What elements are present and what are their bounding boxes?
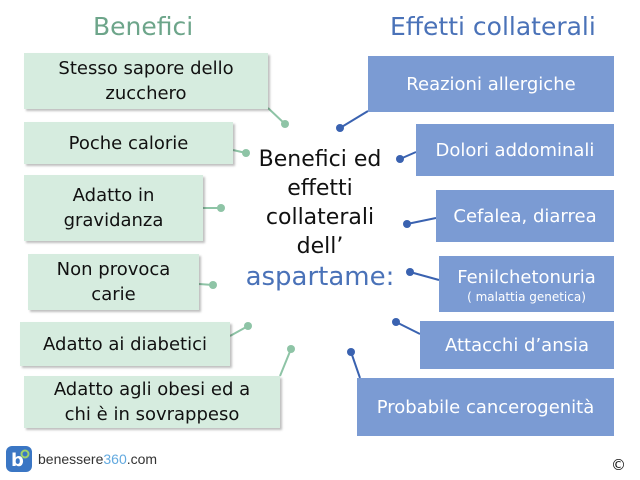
benefit-box-1: Poche calorie [24,122,233,164]
center-title-line-1: Benefici ed [258,147,382,172]
effect-label-0: Reazioni allergiche [406,73,576,95]
site-name-suffix: .com [126,451,158,467]
effect-box-2: Cefalea, diarrea [436,190,614,242]
link-effect-0 [339,110,369,129]
benessere-logo-icon: b [6,446,32,472]
benefit-box-5: Adatto agli obesi ed a chi è in sovrappe… [24,376,280,428]
link-benefit-0-dot [281,120,289,128]
heading-benefici: Benefici [93,12,194,41]
benefit-box-2: Adatto in gravidanza [24,175,203,241]
benefit-label-2: Adatto in gravidanza [63,185,164,231]
benefit-label-0: Stesso sapore dello zucchero [58,58,234,104]
effect-box-1: Dolori addominali [416,124,614,176]
effect-box-0: Reazioni allergiche [368,56,614,112]
benefit-label-5: Adatto agli obesi ed a chi è in sovrappe… [53,379,251,425]
center-title: Benefici ed effetti collaterali dell’ as… [240,145,400,293]
link-benefit-1-dot [242,149,250,157]
link-effect-5 [350,351,361,379]
link-effect-5-dot [347,348,355,356]
benefit-label-4: Adatto ai diabetici [43,333,207,355]
link-effect-3-dot [406,268,414,276]
effect-label-1: Dolori addominali [435,139,595,161]
effect-label-2: Cefalea, diarrea [453,205,597,227]
site-logo[interactable]: b benessere360.com [6,446,157,472]
effect-box-4: Attacchi d’ansia [420,321,614,369]
effect-sublabel-3: ( malattia genetica) [467,289,586,304]
benefit-box-4: Adatto ai diabetici [20,322,230,366]
link-effect-2 [406,217,437,225]
link-effect-4 [395,321,421,335]
heading-effetti-collaterali: Effetti collaterali [390,12,596,41]
link-benefit-5 [279,348,292,377]
link-effect-3 [409,271,440,281]
center-title-accent: aspartame: [245,262,395,292]
center-title-line-2: effetti [287,176,353,201]
link-effect-0-dot [336,124,344,132]
center-title-line-4: dell’ [296,234,344,259]
link-benefit-2-dot [217,204,225,212]
benefit-box-0: Stesso sapore dello zucchero [24,53,268,109]
effect-label-5: Probabile cancerogenità [376,396,595,418]
effect-label-3: Fenilchetonuria [457,266,596,288]
effect-label-4: Attacchi d’ansia [444,334,590,356]
effect-box-3: Fenilchetonuria ( malattia genetica) [439,256,614,312]
link-effect-2-dot [403,220,411,228]
effect-box-5: Probabile cancerogenità [357,378,614,436]
site-name-number: 360 [103,451,127,467]
center-title-line-3: collaterali [265,205,375,230]
site-name: benessere360.com [38,451,157,467]
link-effect-1-dot [396,155,404,163]
link-benefit-3-dot [209,281,217,289]
site-name-main: benessere [38,451,104,467]
benefit-label-1: Poche calorie [68,132,189,154]
benefit-label-3: Non provoca carie [56,259,171,305]
link-benefit-5-dot [287,345,295,353]
link-effect-4-dot [392,318,400,326]
benefit-box-3: Non provoca carie [28,254,199,310]
link-benefit-4-dot [244,322,252,330]
copyright-symbol: © [611,456,626,474]
